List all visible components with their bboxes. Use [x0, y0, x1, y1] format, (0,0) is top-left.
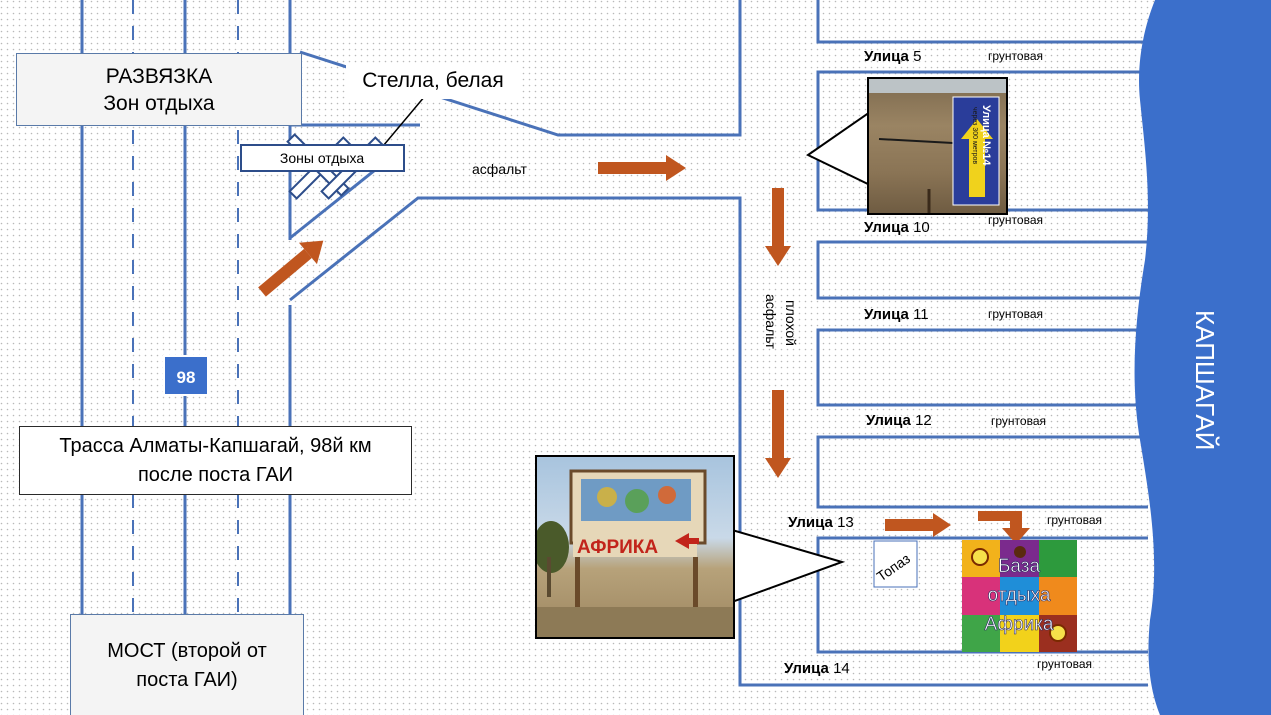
base-name-line2: отдыха — [988, 585, 1051, 606]
reservoir — [1134, 0, 1271, 715]
stela-sign: Зоны отдыха — [240, 133, 405, 200]
stela-pointer — [377, 95, 426, 153]
svg-text:грунтовая: грунтовая — [1037, 657, 1092, 671]
arrow-south-1 — [765, 188, 791, 266]
interchange-box: РАЗВЯЗКА Зон отдыха — [16, 53, 302, 126]
stela-callout-text: Стелла, белая — [362, 69, 504, 92]
svg-text:грунтовая: грунтовая — [988, 307, 1043, 321]
highway-box: Трасса Алматы-Капшагай, 98й км после пос… — [19, 426, 412, 495]
photo-street14-sign: Улица №14 через 300 метров — [867, 77, 1008, 215]
highway-line1: Трасса Алматы-Капшагай, 98й км — [59, 435, 372, 457]
street14-sign-illustration: Улица №14 через 300 метров — [869, 79, 1006, 213]
bridge-box: МОСТ (второй от поста ГАИ) — [70, 614, 304, 715]
bad-asphalt-label-1: плохой — [783, 300, 799, 346]
arrow-to-base — [978, 511, 1030, 544]
street-10: Улица 10 грунтовая — [864, 213, 1043, 236]
africa-billboard-text: АФРИКА — [577, 537, 658, 558]
highway-line2: после поста ГАИ — [137, 464, 294, 486]
svg-text:грунтовая: грунтовая — [1047, 513, 1102, 527]
street-5: Улица 5 грунтовая — [864, 48, 1043, 65]
svg-text:грунтовая: грунтовая — [988, 213, 1043, 227]
arrow-east-asphalt — [598, 155, 686, 181]
base-name-line1: База — [998, 556, 1041, 577]
interchange-line1: РАЗВЯЗКА — [105, 65, 213, 88]
svg-text:Улица 14: Улица 14 — [784, 660, 850, 677]
street-12: Улица 12 грунтовая — [866, 412, 1046, 429]
route-98-badge: 98 — [163, 355, 209, 396]
arrow-east-street13 — [885, 513, 951, 537]
base-africa: База отдыха Африка — [962, 540, 1077, 652]
interchange-line2: Зон отдыха — [103, 92, 215, 115]
arrow-south-2 — [765, 390, 791, 478]
street14-sign-line2: через 300 метров — [971, 107, 978, 164]
street-13: Улица 13 грунтовая — [788, 513, 1102, 531]
bridge-line2: поста ГАИ) — [136, 669, 238, 691]
asphalt-label: асфальт — [472, 161, 527, 177]
topaz-plot — [873, 540, 918, 588]
africa-billboard-illustration: АФРИКА — [537, 469, 733, 637]
svg-text:грунтовая: грунтовая — [988, 49, 1043, 63]
bridge-line1: МОСТ (второй от — [107, 640, 267, 662]
stela-callout: Стелла, белая — [346, 63, 520, 99]
svg-text:Улица 13: Улица 13 — [788, 514, 854, 531]
stela-sign-text: Зоны отдыха — [280, 150, 364, 166]
svg-text:Улица 12: Улица 12 — [866, 412, 932, 429]
base-name-line3: Африка — [985, 614, 1054, 635]
photo-africa-billboard: АФРИКА — [535, 455, 735, 639]
street14-sign-line1: Улица №14 — [980, 105, 992, 166]
reservoir-label: КАПШАГАЙ — [1190, 310, 1220, 450]
bad-asphalt-label-2: асфальт — [763, 294, 779, 349]
route-98-label: 98 — [177, 368, 196, 387]
svg-text:Улица 11: Улица 11 — [864, 306, 929, 323]
direction-arrows — [258, 155, 1030, 544]
arrow-diagonal — [258, 240, 324, 297]
street-11: Улица 11 грунтовая — [864, 306, 1043, 323]
street-14: Улица 14 грунтовая — [784, 657, 1092, 677]
svg-text:Улица 5: Улица 5 — [864, 48, 921, 65]
svg-text:Улица 10: Улица 10 — [864, 219, 930, 236]
svg-text:грунтовая: грунтовая — [991, 414, 1046, 428]
